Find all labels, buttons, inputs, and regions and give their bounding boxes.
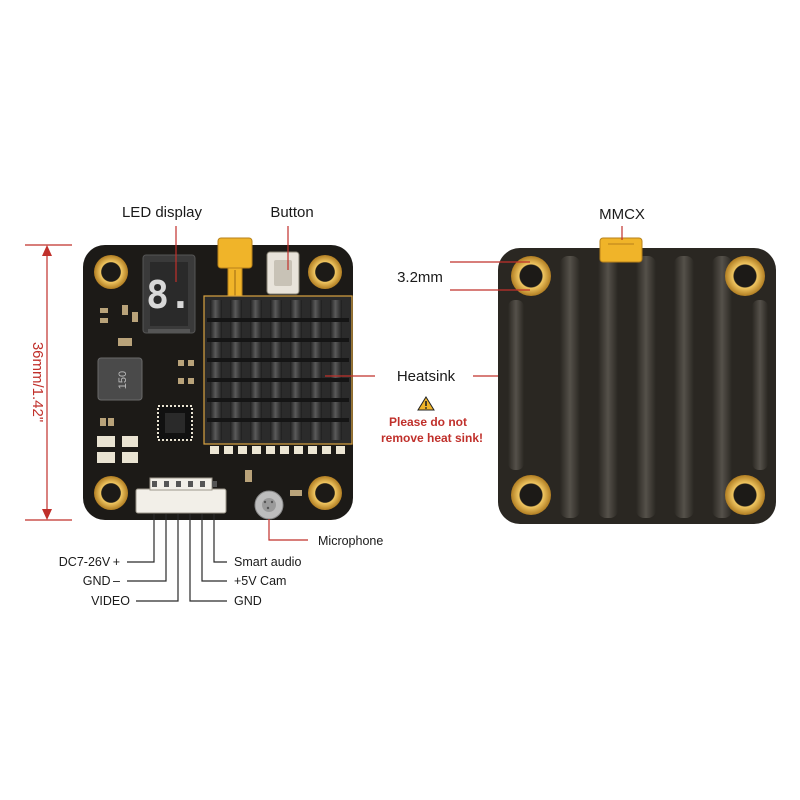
back-hole-tl bbox=[511, 256, 551, 296]
front-callouts: LED display Button Heatsink Please do no… bbox=[25, 204, 520, 608]
heatsink-groove bbox=[207, 398, 349, 402]
jst-pin bbox=[152, 481, 157, 487]
pin-smart-audio: Smart audio bbox=[234, 555, 301, 569]
heatsink-groove bbox=[207, 338, 349, 342]
edge-pad bbox=[308, 446, 317, 454]
mount-hole-br bbox=[308, 476, 342, 510]
jst-pin bbox=[188, 481, 193, 487]
edge-pad bbox=[252, 446, 261, 454]
ic-chip bbox=[157, 405, 193, 441]
dimension-label: 36mm/1.42" bbox=[29, 342, 46, 422]
back-callouts: MMCX 3.2mm bbox=[397, 206, 645, 291]
edge-pad bbox=[294, 446, 303, 454]
heatsink-fin bbox=[210, 300, 222, 440]
back-heatsink-fin bbox=[560, 256, 580, 518]
pin-5v-cam: +5V Cam bbox=[234, 574, 286, 588]
inductor: 150 bbox=[97, 357, 143, 401]
heatsink-fin bbox=[290, 300, 302, 440]
pinout-lines bbox=[127, 514, 227, 602]
edge-pad bbox=[280, 446, 289, 454]
jst-pin bbox=[200, 481, 205, 487]
edge-pad bbox=[336, 446, 345, 454]
back-heatsink-fin bbox=[598, 256, 618, 518]
heatsink-groove bbox=[207, 318, 349, 322]
warning-line-2: remove heat sink! bbox=[381, 431, 483, 445]
back-board bbox=[498, 237, 776, 524]
warning-line-1: Please do not bbox=[389, 415, 467, 429]
front-board: 8. 150 bbox=[83, 237, 353, 520]
back-heatsink-fin bbox=[674, 256, 694, 518]
pin-gnd-left: GND – bbox=[83, 574, 120, 588]
jst-pin bbox=[176, 481, 181, 487]
inductor-marking: 150 bbox=[117, 371, 129, 389]
edge-pad bbox=[266, 446, 275, 454]
label-microphone: Microphone bbox=[318, 534, 383, 548]
back-heatsink-fin bbox=[508, 300, 524, 470]
back-hole-br bbox=[725, 475, 765, 515]
label-led-display: LED display bbox=[122, 204, 203, 221]
back-heatsink-fin bbox=[636, 256, 656, 518]
dimension-36mm: 36mm/1.42" bbox=[25, 244, 72, 521]
microphone bbox=[254, 490, 284, 520]
heatsink-fin bbox=[270, 300, 282, 440]
power-pads bbox=[97, 436, 138, 463]
heatsink-fin bbox=[310, 300, 322, 440]
heatsink-groove bbox=[207, 358, 349, 362]
passive-components bbox=[100, 305, 302, 496]
label-hole-size: 3.2mm bbox=[397, 269, 443, 286]
edge-pad bbox=[238, 446, 247, 454]
pin-dc-in: DC7-26V + bbox=[59, 555, 120, 569]
back-hole-tr bbox=[725, 256, 765, 296]
jst-connector bbox=[135, 477, 227, 514]
mmcx-connector-back bbox=[599, 237, 643, 263]
heatsink-groove bbox=[207, 418, 349, 422]
edge-pad bbox=[210, 446, 219, 454]
heatsink-groove bbox=[207, 378, 349, 382]
pin-gnd-right: GND bbox=[234, 594, 262, 608]
front-mount-holes bbox=[94, 255, 342, 510]
pin-video: VIDEO bbox=[91, 594, 130, 608]
back-heatsink-fin bbox=[712, 256, 732, 518]
label-heatsink: Heatsink bbox=[397, 368, 456, 385]
edge-pad bbox=[224, 446, 233, 454]
jst-pin bbox=[164, 481, 169, 487]
heatsink bbox=[203, 295, 353, 454]
warning-icon bbox=[417, 396, 435, 411]
mount-hole-tl bbox=[94, 255, 128, 289]
back-mount-holes bbox=[511, 256, 765, 515]
tactile-button bbox=[266, 251, 300, 295]
mmcx-connector-front bbox=[217, 237, 253, 297]
mount-hole-tr bbox=[308, 255, 342, 289]
mount-hole-bl bbox=[94, 476, 128, 510]
heatsink-fin bbox=[230, 300, 242, 440]
back-hole-bl bbox=[511, 475, 551, 515]
jst-pin bbox=[212, 481, 217, 487]
led-display: 8. bbox=[142, 254, 196, 334]
label-button: Button bbox=[270, 204, 313, 221]
heatsink-fin bbox=[250, 300, 262, 440]
heatsink-fin bbox=[330, 300, 342, 440]
label-mmcx: MMCX bbox=[599, 206, 645, 223]
led-digit: 8. bbox=[146, 273, 192, 317]
back-heatsink-fin bbox=[752, 300, 768, 470]
edge-pad bbox=[322, 446, 331, 454]
